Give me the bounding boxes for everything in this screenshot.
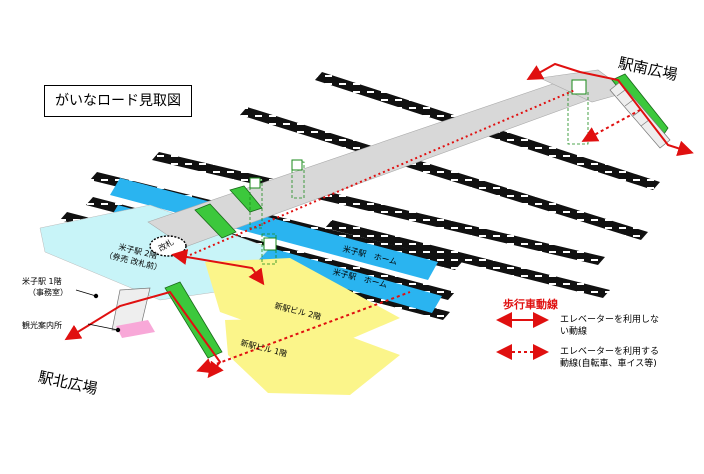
leader-line	[75, 289, 97, 297]
leader-line	[87, 323, 119, 331]
rail-track	[240, 107, 648, 240]
legend-solid-label-2: い動線	[560, 327, 588, 337]
tourist-office-label: 観光案内所	[22, 321, 62, 330]
legend-dashed-label-1: エレベーターを利用する	[560, 347, 660, 357]
platform-escalator	[194, 203, 237, 239]
rail-track	[325, 220, 610, 298]
office-label: （事務室）	[28, 288, 68, 297]
leader-dot	[93, 293, 99, 299]
elevator-route	[196, 291, 411, 374]
routes	[64, 62, 694, 379]
legend-title: 歩行車動線	[503, 298, 558, 311]
platform-upper	[110, 178, 438, 280]
shineki-1f	[225, 318, 400, 395]
station-1f-label: 米子駅 1階	[22, 277, 62, 286]
leader-dot	[115, 327, 121, 333]
legend-solid-label-1: エレベーターを利用しな	[560, 315, 660, 325]
walking-route	[526, 62, 694, 156]
walking-route	[64, 290, 224, 379]
map-title: がいなロード見取図	[44, 85, 192, 117]
legend-dashed-label-2: 動線(自転車、車イス等)	[560, 359, 657, 369]
walking-route	[171, 249, 265, 286]
rail-track	[152, 152, 605, 265]
